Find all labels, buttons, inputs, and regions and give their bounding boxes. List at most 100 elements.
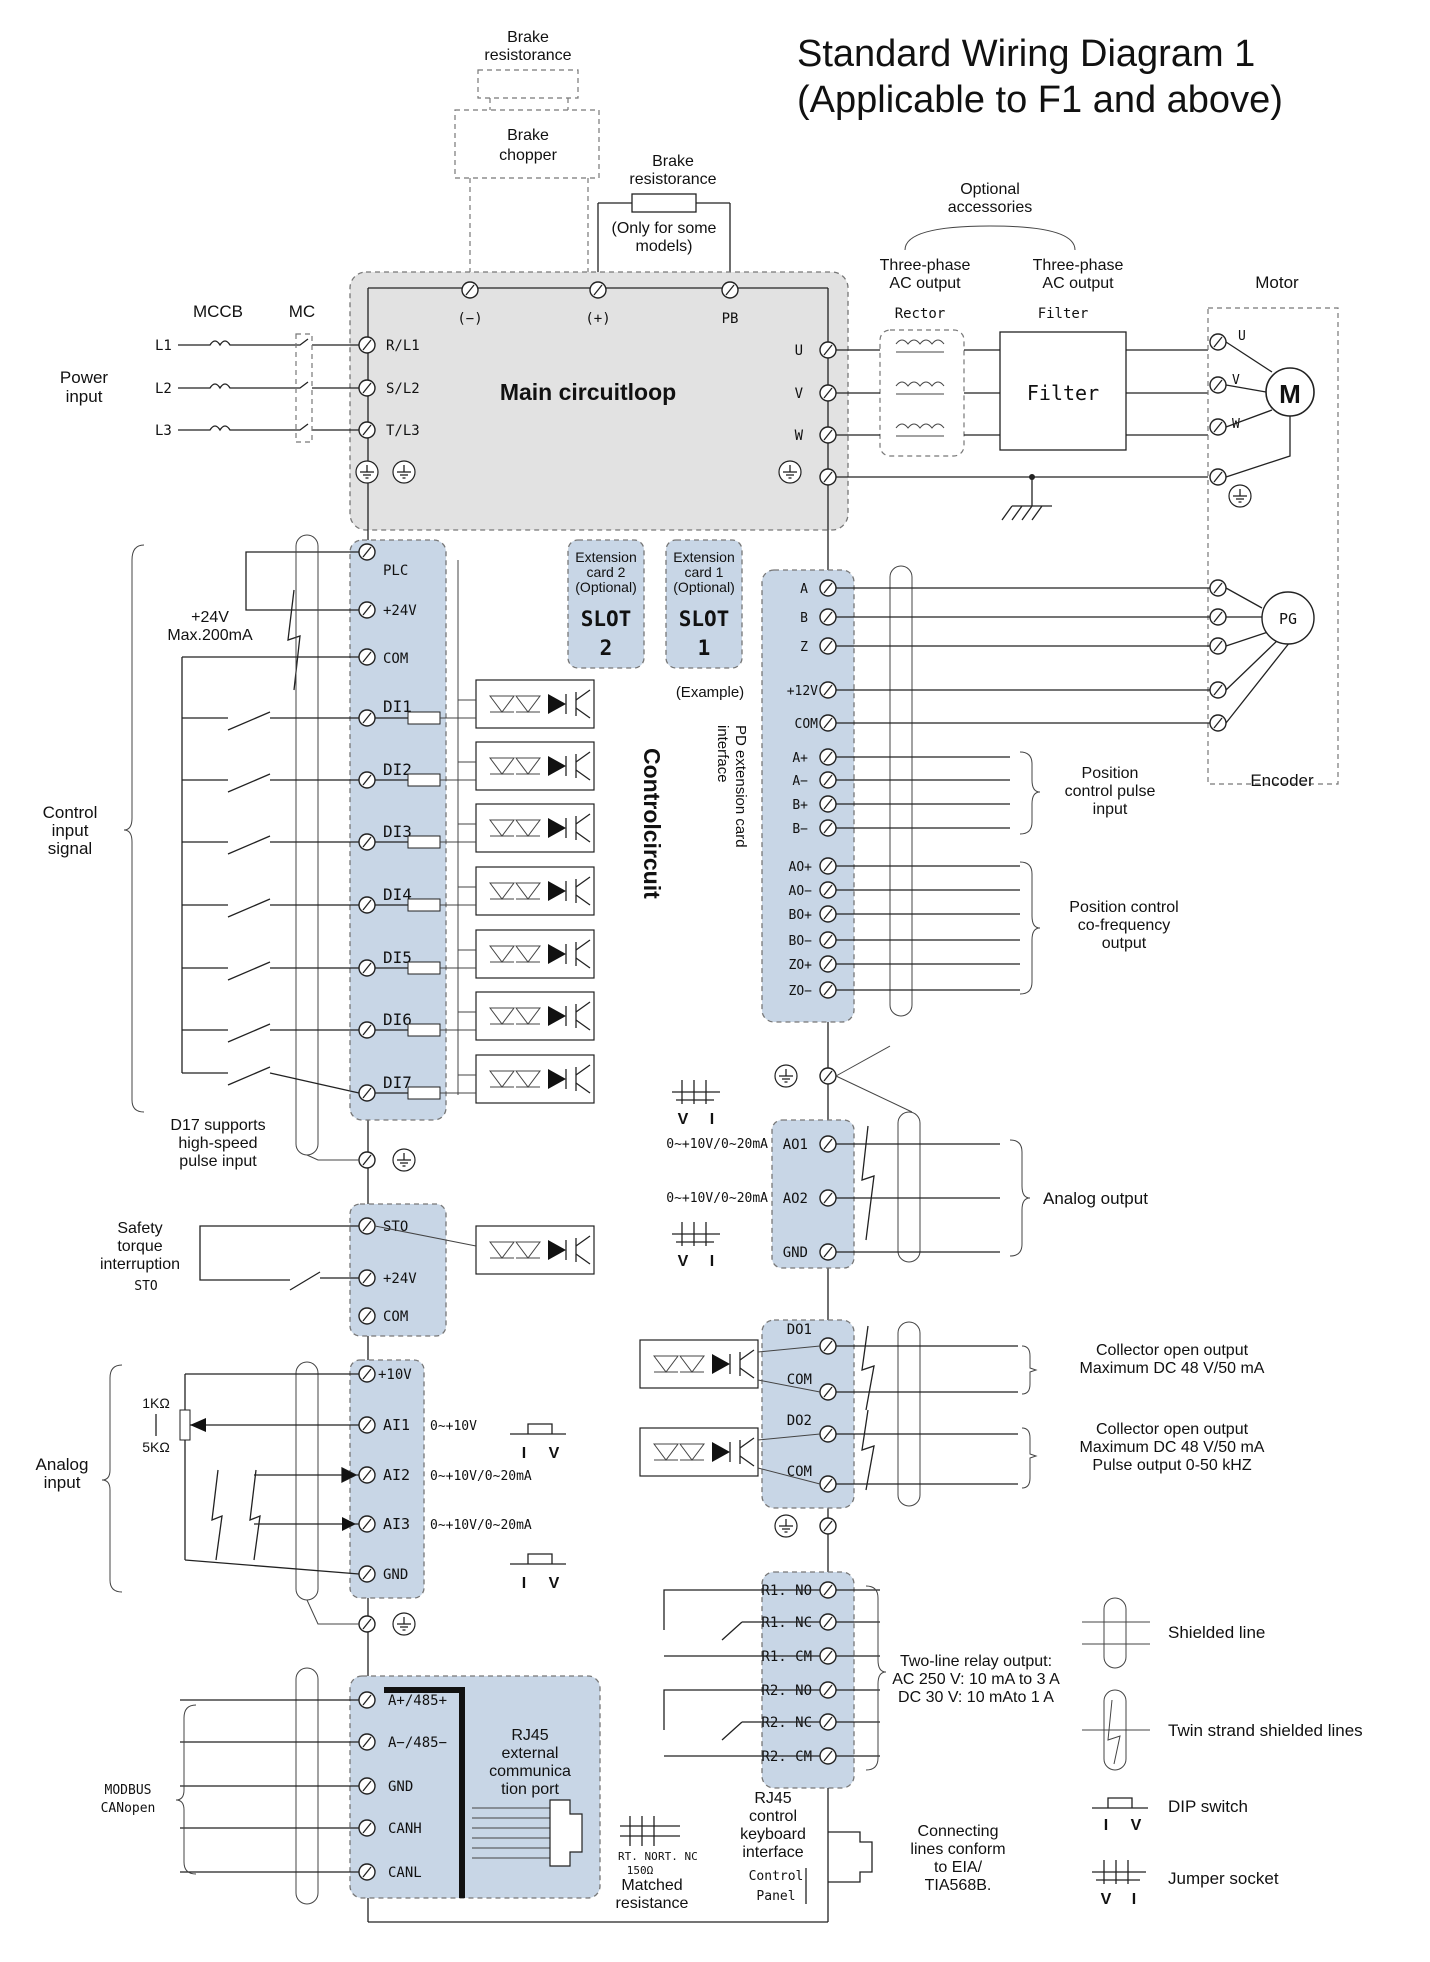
ao-term-gnd: GND (783, 1245, 808, 1261)
pd-b-plus: B+ (792, 798, 808, 813)
filter-box (999, 331, 1127, 451)
comm-term-canh: CANH (388, 1821, 422, 1837)
matched-2: resistance (616, 1895, 689, 1912)
ai-term-ai2: AI2 (383, 1466, 410, 1484)
analog-input-1: Analog (36, 1455, 89, 1474)
comm-term-gnd: GND (388, 1779, 413, 1795)
relay-r2-no: R2. NO (761, 1683, 812, 1699)
pd-bo-plus: BO+ (789, 908, 813, 923)
pd-a-plus: A+ (792, 751, 808, 766)
line-l3: L3 (155, 423, 172, 439)
ai-term-ai1: AI1 (383, 1416, 410, 1434)
rj45-ext-4: tion port (501, 1781, 559, 1798)
modbus-2: CANopen (101, 1801, 156, 1816)
motor-term-u: U (1238, 329, 1246, 344)
modbus-1: MODBUS (105, 1783, 152, 1798)
di7-note-1: D17 supports (170, 1117, 265, 1134)
di7-note-2: high-speed (178, 1135, 257, 1152)
pd-12v: +12V (787, 684, 818, 699)
control-left-box (349, 539, 447, 1121)
pd-iface-1: PD extension card (732, 725, 749, 848)
do-label2-2: Maximum DC 48 V/50 mA (1080, 1439, 1265, 1456)
relay-label-1: Two-line relay output: (900, 1653, 1052, 1670)
filter-big-label: Filter (1027, 381, 1099, 405)
legend-twin-strand: Twin strand shielded lines (1168, 1721, 1363, 1740)
ao-term-ao2: AO2 (783, 1191, 808, 1207)
ao-term-ao1: AO1 (783, 1137, 808, 1153)
encoder-pg-symbol (1261, 591, 1315, 645)
ai-iv-v-top: V (549, 1445, 560, 1462)
do-label2-1: Collector open output (1096, 1421, 1249, 1438)
pd-zo-minus: ZO− (789, 984, 813, 999)
matched-resistance-jumper (620, 1816, 680, 1846)
relay-r1-cm: R1. CM (761, 1649, 812, 1665)
ctrl-input-2: input (52, 821, 89, 840)
rj45-ext-connector (472, 1799, 583, 1867)
pd-a: A (800, 582, 808, 597)
pd-ao-minus: AO− (789, 884, 813, 899)
do-term-com1: COM (787, 1372, 812, 1388)
legend-jumper-i: I (1132, 1891, 1136, 1908)
shield-ai (295, 1361, 319, 1601)
shield-pd (889, 565, 913, 1017)
pd-b: B (800, 611, 808, 626)
rt-nc: RT. NC (658, 1850, 698, 1863)
card1-3: (Optional) (673, 579, 734, 595)
out-term-v: V (795, 386, 804, 402)
ai-range-1: 0~+10V (430, 1419, 477, 1434)
card2-2: card 2 (587, 564, 626, 580)
three-phase-2a: Three-phase (1033, 257, 1124, 274)
shield-do (897, 1321, 921, 1507)
pos-pulse-1: Position (1082, 765, 1139, 782)
sto-term-24v: +24V (383, 1271, 417, 1287)
rj45-kb-connector (828, 1831, 873, 1883)
slot2-label: SLOT (581, 607, 632, 631)
sto-term-sto: STO (383, 1219, 408, 1235)
ai-iv-i-top: I (522, 1445, 526, 1462)
pd-box (761, 569, 855, 1023)
cl-term-di5: DI5 (383, 948, 412, 967)
pg-label: PG (1279, 610, 1297, 628)
main-circuit-title: Main circuitloop (500, 379, 676, 405)
rector-label: Rector (895, 306, 946, 322)
motor-symbol-label: M (1279, 379, 1301, 409)
in-term-t: T/L3 (386, 423, 420, 439)
ai-iv-i-bottom: I (522, 1575, 526, 1592)
panel-2: Panel (756, 1889, 795, 1904)
ao-label: Analog output (1043, 1189, 1148, 1208)
slot2-num: 2 (600, 636, 613, 660)
filter-small-label: Filter (1038, 306, 1089, 322)
comm-term-485p: A+/485+ (388, 1693, 447, 1709)
plus24-2: Max.200mA (167, 627, 253, 644)
ai-term-gnd: GND (383, 1567, 408, 1583)
brake-res-top-2: resistorance (484, 47, 571, 64)
rj45-ext-1: RJ45 (511, 1727, 548, 1744)
main-circuit-box (349, 271, 849, 531)
rt-no: RT. NO (618, 1850, 658, 1863)
legend-dip-i: I (1104, 1817, 1108, 1834)
rj45-kb-4: interface (742, 1844, 803, 1861)
brake-chopper-2: chopper (499, 147, 557, 164)
ctrl-input-1: Control (43, 803, 98, 822)
plus24-1: +24V (191, 609, 229, 626)
control-circuit-label: Controlcircuit (639, 748, 665, 899)
ao-vi-v-bottom: V (678, 1253, 689, 1270)
rj45-kb-3: keyboard (740, 1826, 806, 1843)
out-term-u: U (795, 343, 803, 359)
sto-small: STO (134, 1279, 158, 1294)
sto-label-1: Safety (117, 1220, 162, 1237)
ao-range-2: 0~+10V/0~20mA (666, 1191, 768, 1206)
pot-5k: 5KΩ (142, 1439, 170, 1455)
dip-ai-top (510, 1423, 566, 1435)
legend-dip-switch: DIP switch (1168, 1797, 1248, 1816)
ext-card-2 (567, 539, 645, 669)
only-some-1: (Only for some (612, 220, 717, 237)
pos-pulse-3: input (1093, 801, 1128, 818)
di7-note-3: pulse input (179, 1153, 257, 1170)
relay-r2-nc: R2. NC (761, 1715, 812, 1731)
rj45-kb-2: control (749, 1808, 797, 1825)
brake-res-top-1: Brake (507, 29, 549, 46)
brake-res-mid-1: Brake (652, 153, 694, 170)
legend-jumper-v: V (1101, 1891, 1112, 1908)
do-box (761, 1319, 855, 1509)
